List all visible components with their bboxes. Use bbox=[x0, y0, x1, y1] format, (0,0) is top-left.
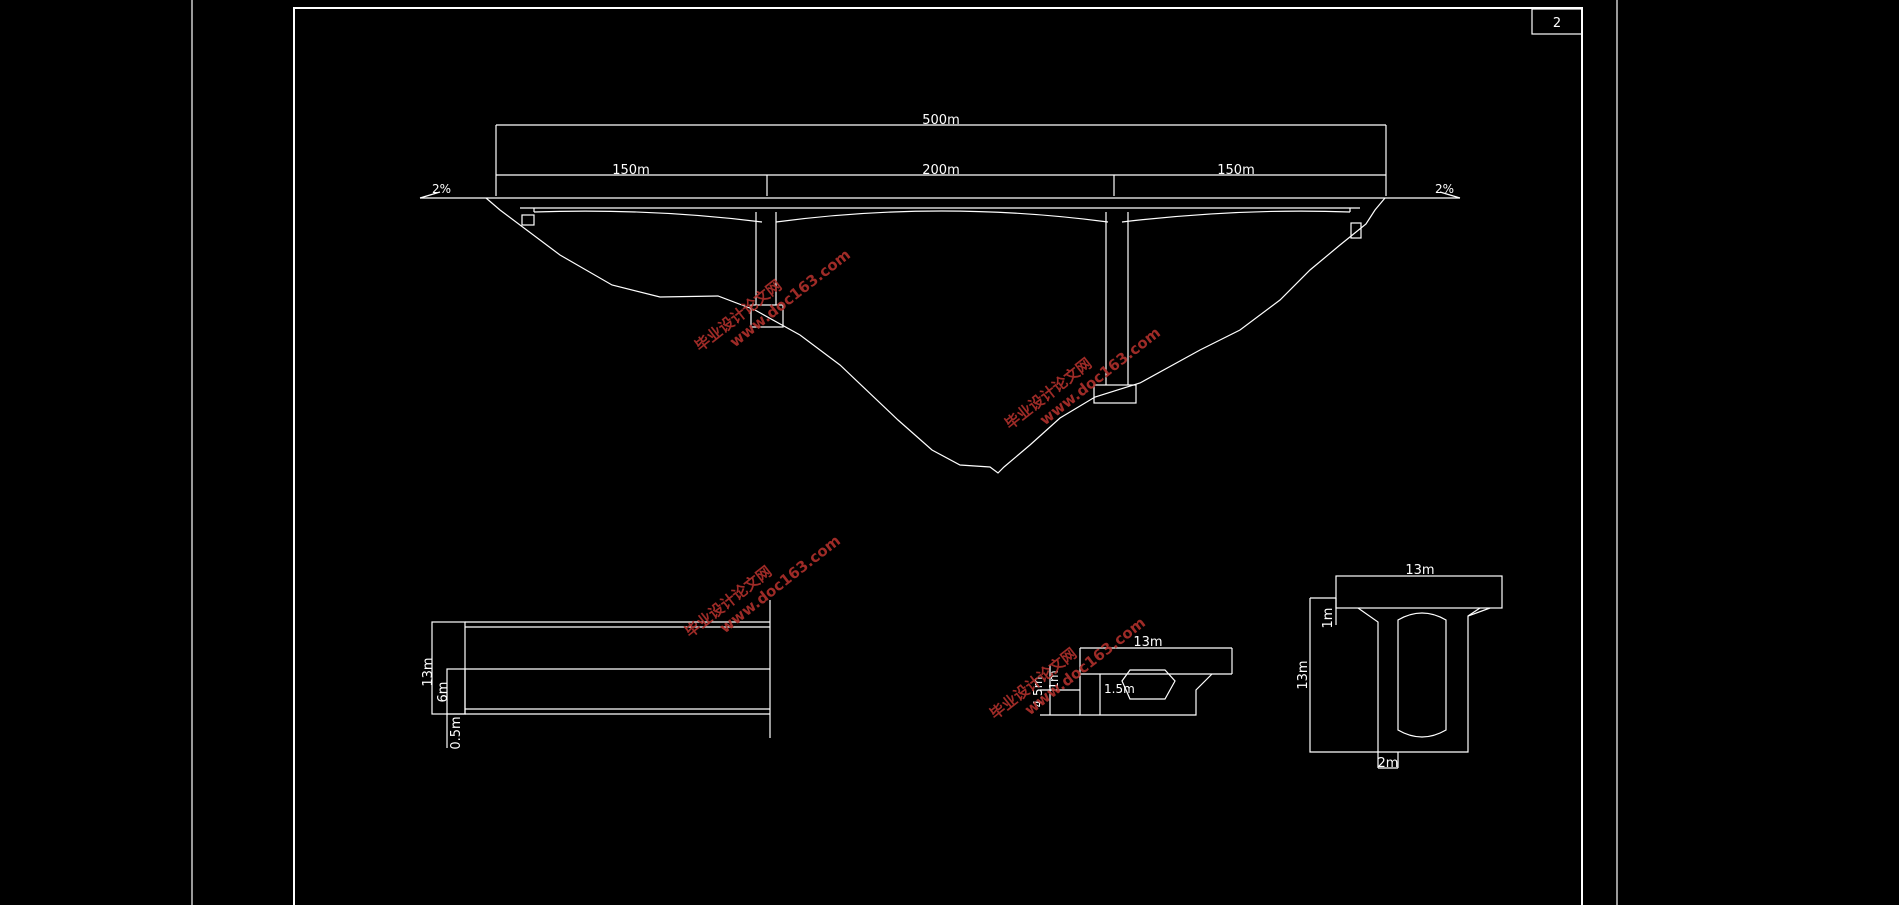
abutment-left bbox=[521, 214, 535, 226]
small-section-dim-a: 4.5m bbox=[1031, 677, 1045, 708]
dim-span-right: 150m bbox=[1217, 163, 1254, 178]
pier-footing-left bbox=[750, 304, 784, 328]
small-section-width: 13m bbox=[1133, 635, 1162, 650]
small-section-dim-b: 1m bbox=[1047, 670, 1061, 689]
large-box-section: 13m 13m 1m 2m bbox=[1296, 563, 1503, 771]
large-section-web: 2m bbox=[1378, 756, 1399, 771]
dim-span-left: 150m bbox=[612, 163, 649, 178]
elevation-detail: 13m 6m 0.5m bbox=[421, 600, 771, 750]
bridge-elevation: 500m 150m 200m 150m 2% 2% bbox=[419, 113, 1461, 474]
large-section-height: 13m bbox=[1296, 660, 1311, 689]
dim-span-middle: 200m bbox=[922, 163, 959, 178]
large-section-width: 13m bbox=[1405, 563, 1434, 578]
large-section-flange: 1m bbox=[1321, 608, 1336, 629]
small-section-dim-c: 1.5m bbox=[1104, 682, 1135, 696]
small-box-section: 13m 4.5m 1m 1.5m bbox=[1031, 635, 1233, 716]
sheet-number: 2 bbox=[1553, 16, 1561, 31]
ground-profile bbox=[485, 197, 1386, 474]
pier-footing-right bbox=[1093, 384, 1137, 404]
slope-left: 2% bbox=[432, 182, 451, 196]
abutment-right bbox=[1350, 222, 1362, 239]
watermarks: 毕业设计论文网 www.doc163.com 毕业设计论文网 www.doc16… bbox=[681, 246, 1164, 724]
slope-right: 2% bbox=[1435, 182, 1454, 196]
dim-height-total: 13m bbox=[421, 657, 436, 686]
dim-height-inner: 6m bbox=[436, 682, 451, 703]
sheet-frame: 2 bbox=[191, 0, 1618, 905]
dim-total-span: 500m bbox=[922, 113, 959, 128]
dim-thickness: 0.5m bbox=[449, 716, 464, 749]
